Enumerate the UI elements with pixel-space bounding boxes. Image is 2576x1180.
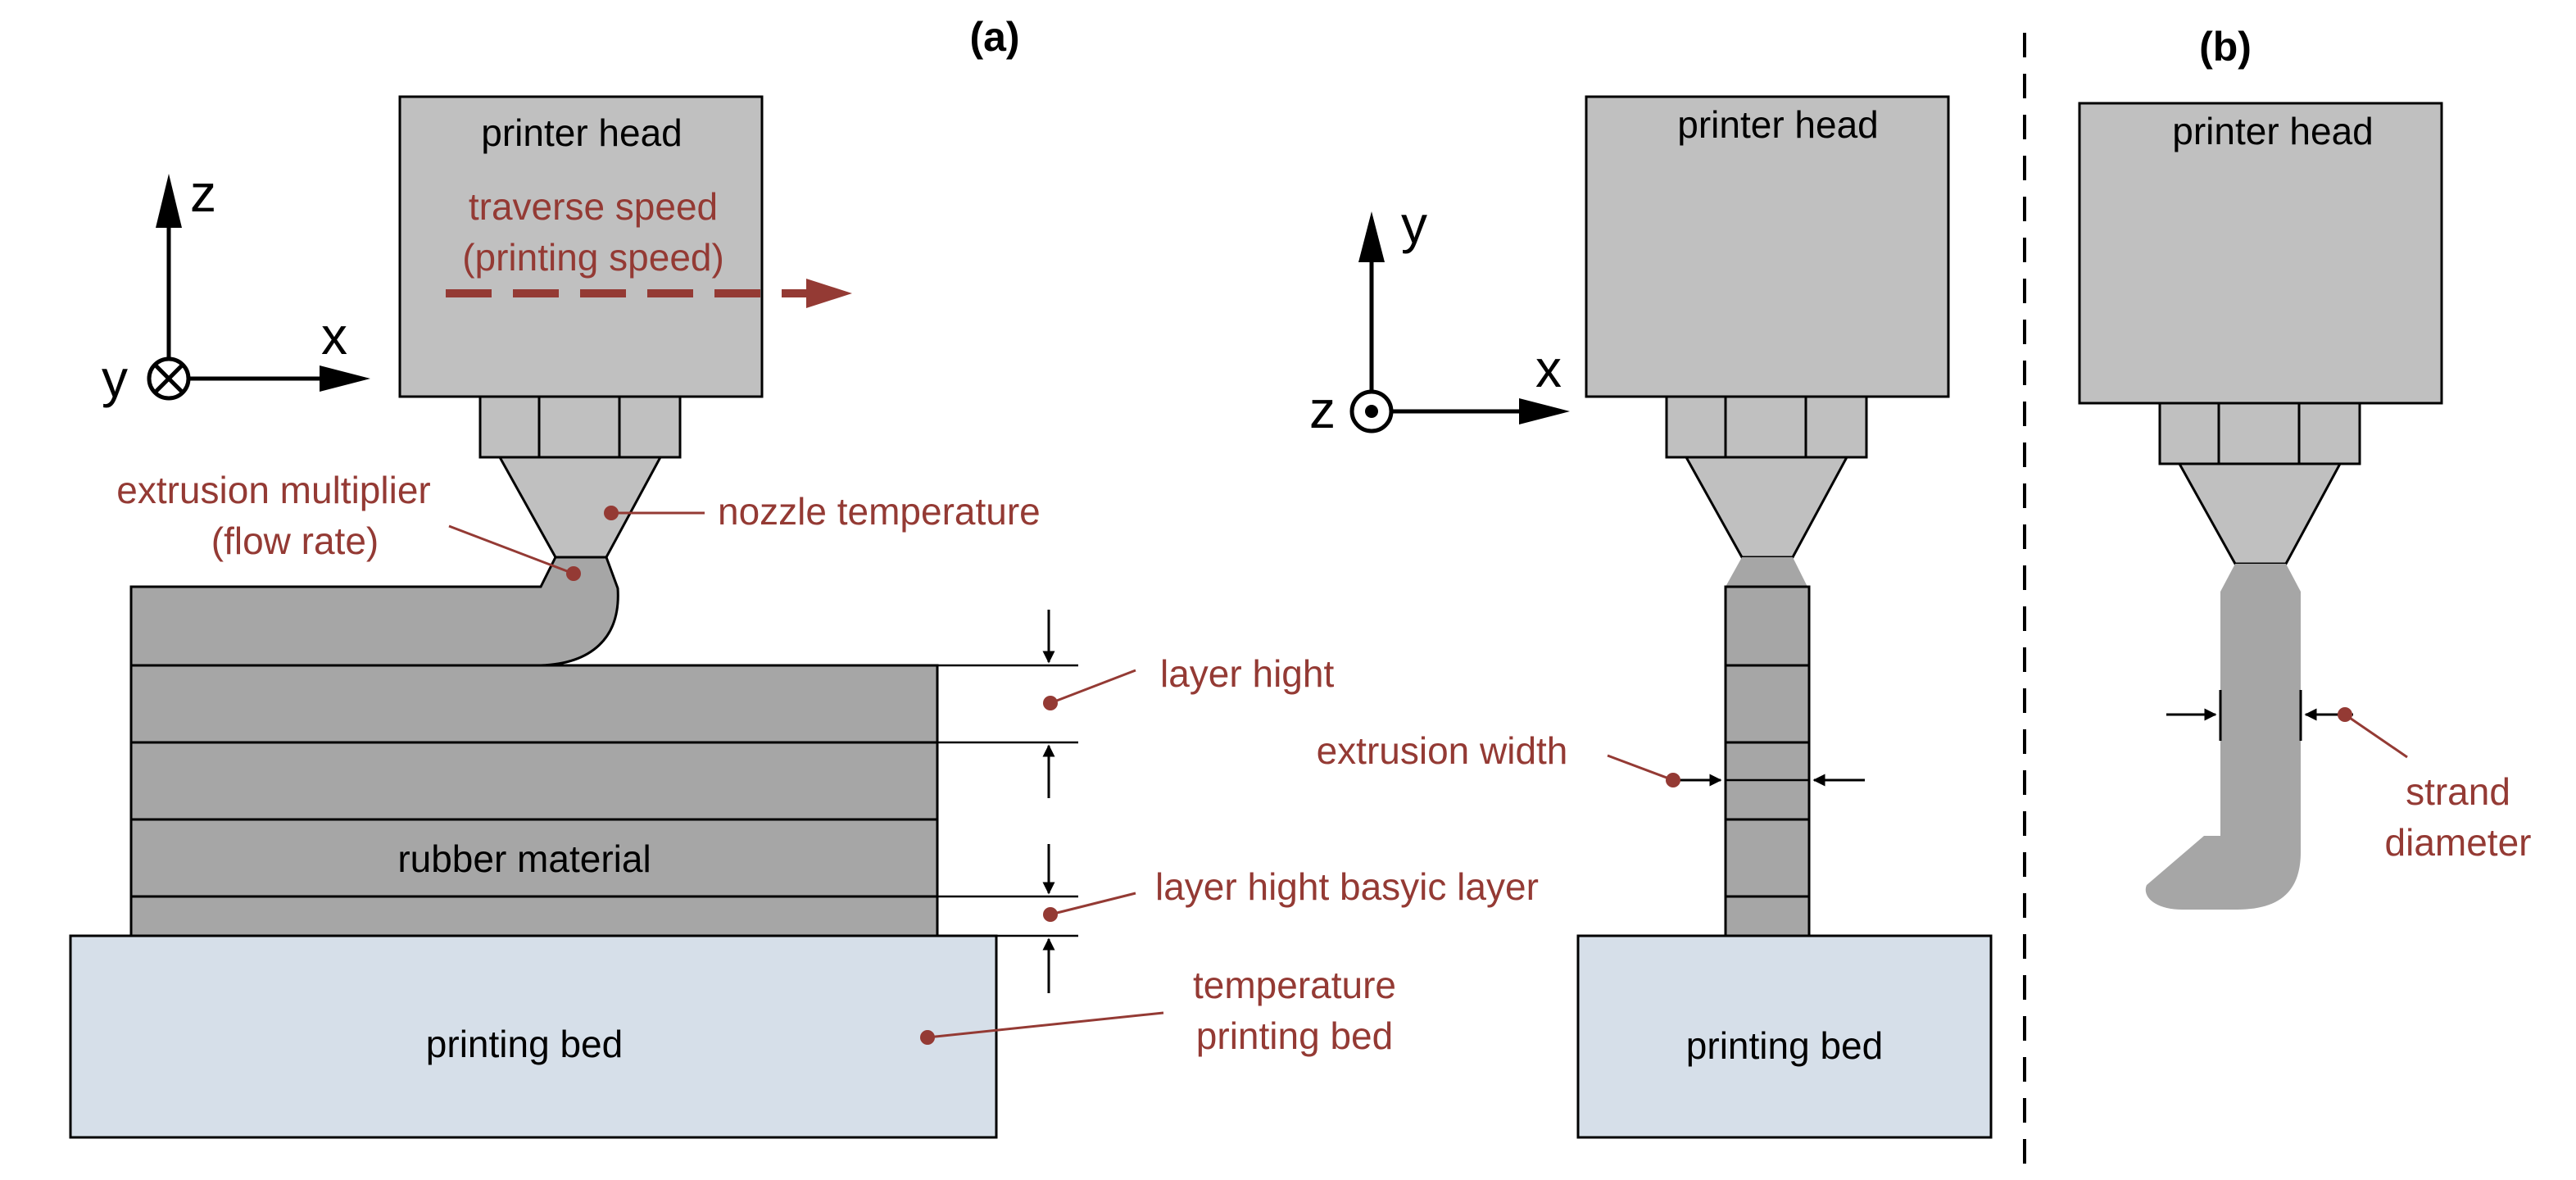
printing-bed-2 bbox=[1576, 934, 1993, 1139]
nozzle-nut-3 bbox=[2158, 402, 2361, 465]
layer-1 bbox=[129, 664, 939, 744]
printer-head-label-3: printer head bbox=[2172, 110, 2374, 152]
bed-temperature-label-2: printing bed bbox=[1196, 1014, 1393, 1057]
traverse-arrow-head-icon bbox=[806, 279, 852, 308]
x-arrow-icon bbox=[320, 365, 370, 392]
printer-head-label-2: printer head bbox=[1677, 103, 1879, 146]
axis-label-z: z bbox=[190, 164, 216, 223]
printer-head-3 bbox=[2078, 102, 2443, 405]
nozzle-cone bbox=[497, 456, 663, 559]
extrusion-width-label: extrusion width bbox=[1317, 729, 1568, 772]
extruded-strand bbox=[2145, 564, 2301, 910]
extrusion-multiplier-label: extrusion multiplier bbox=[116, 469, 430, 511]
layer-2 bbox=[129, 741, 939, 821]
layer-3 bbox=[129, 818, 939, 898]
rubber-material-label: rubber material bbox=[397, 837, 651, 880]
printing-bed-label-2: printing bed bbox=[1686, 1024, 1883, 1067]
strand-diameter-label-2: diameter bbox=[2385, 821, 2532, 864]
flow-rate-label: (flow rate) bbox=[211, 520, 379, 562]
traverse-speed-label: traverse speed bbox=[469, 185, 718, 228]
printing-bed bbox=[69, 934, 998, 1139]
x-arrow-icon-2 bbox=[1519, 398, 1570, 424]
axis-label-z-2: z bbox=[1309, 380, 1336, 439]
panel-a-side-view: z x y printer head traverse speed (print… bbox=[69, 95, 1539, 1139]
nozzle-cone-3 bbox=[2177, 462, 2342, 565]
layer-height-label: layer hight bbox=[1160, 652, 1334, 695]
nozzle-nut-2 bbox=[1665, 395, 1868, 459]
stack-layer-top bbox=[1724, 585, 1811, 667]
bed-temperature-label: temperature bbox=[1193, 964, 1396, 1006]
panel-a-label: (a) bbox=[969, 14, 1019, 60]
axis-label-y-2: y bbox=[1401, 195, 1427, 254]
nozzle-nut bbox=[478, 395, 682, 459]
nozzle-temperature-label: nozzle temperature bbox=[718, 490, 1041, 533]
top-strand bbox=[129, 556, 619, 667]
stack-basic-layer bbox=[1724, 895, 1811, 937]
axis-label-y: y bbox=[102, 349, 128, 408]
stack-layer-1 bbox=[1724, 664, 1811, 744]
y-arrow-icon bbox=[1358, 211, 1385, 262]
panel-b-label: (b) bbox=[2199, 24, 2252, 70]
printer-head-2 bbox=[1585, 95, 1950, 398]
traverse-speed-label-2: (printing speed) bbox=[462, 236, 724, 279]
axis-label-x-2: x bbox=[1535, 339, 1562, 398]
z-arrow-icon bbox=[156, 174, 182, 228]
printing-bed-label: printing bed bbox=[426, 1023, 623, 1065]
axis-label-x: x bbox=[321, 306, 347, 365]
printer-head-label: printer head bbox=[481, 111, 683, 154]
stack-layer-3 bbox=[1724, 818, 1811, 898]
panel-b-view: printer head strand diameter bbox=[2078, 102, 2532, 910]
basic-layer-height-label: layer hight basyic layer bbox=[1155, 865, 1539, 908]
printer-head bbox=[398, 95, 764, 398]
axes-xy: y x z bbox=[1309, 195, 1570, 439]
axes-xz: z x y bbox=[102, 164, 370, 408]
extrudate-neck bbox=[1726, 557, 1807, 587]
nozzle-cone-2 bbox=[1684, 456, 1849, 559]
strand-diameter-label: strand bbox=[2406, 770, 2510, 813]
basic-layer bbox=[129, 895, 939, 937]
panel-a-front-view: y x z printer head printing bed extrusio… bbox=[1309, 95, 1993, 1139]
